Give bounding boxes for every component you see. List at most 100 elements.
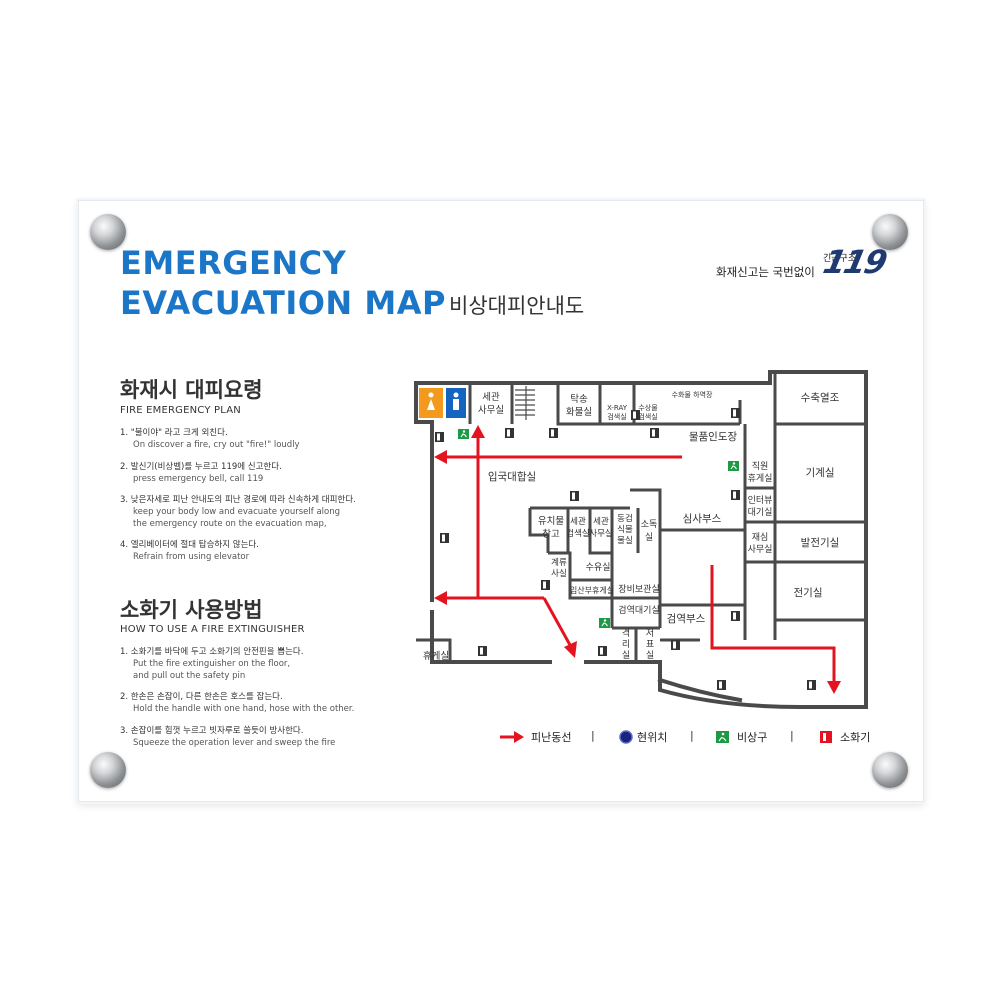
extinguisher-icon [650,428,659,438]
extinguisher-icon [549,428,558,438]
room-label: 휴게실 [748,473,773,484]
extinguisher-icon [731,611,740,621]
room-label: 창고 [542,529,560,540]
extinguisher-title: 소화기 사용방법 [120,598,263,622]
step-text-ko: 1. "불이야" 라고 크게 외친다. [120,428,228,438]
room-label: 화물실 [566,407,592,418]
legend-exit-icon [716,731,729,743]
emergency-exit-icon [727,460,740,472]
room-label: 물품인도장 [689,431,738,443]
room-label: 실 [646,650,654,661]
room-label: 유치물 [538,515,564,527]
fire-plan-step: 1. "불이야" 라고 크게 외친다. On discover a fire, … [120,427,300,451]
room-label: 물실 [617,535,633,546]
legend-separator: | [790,729,794,742]
legend-icons [500,730,832,744]
extinguisher-icon [731,408,740,418]
step-text-en: the emergency route on the evacuation ma… [133,519,327,529]
emergency-exit-icon [457,428,470,440]
outer-walls [414,370,868,709]
extinguisher-icon [541,580,550,590]
title-line-1: EMERGENCY [120,244,347,282]
extinguisher-step: 1. 소화기를 바닥에 두고 소화기의 안전핀을 뽑는다. Put the fi… [120,646,303,682]
extinguisher-icon [671,640,680,650]
extinguisher-icon [807,680,816,690]
room-labels: 세관 사무실 탁송 화물실 X-RAY 검색실 수상물 검색실 수화물 하역장 … [423,390,840,662]
room-label: 기계실 [806,467,835,479]
legend-route-label: 피난동선 [531,731,572,744]
evacuation-routes [446,436,836,684]
room-label: 소독 [641,519,658,530]
extinguisher-icon [440,533,449,543]
step-text-ko: 1. 소화기를 바닥에 두고 소화기의 안전핀을 뽑는다. [120,647,304,657]
legend-separator: | [690,729,694,742]
room-label: 세관 [570,516,586,527]
title-korean: 비상대피안내도 [449,294,585,318]
room-label: 전기실 [794,587,823,599]
route-arrowhead [827,681,841,694]
extinguisher-step: 3. 손잡이를 힘껏 누르고 빗자루로 쓸듯이 방사한다. Squeeze th… [120,725,335,749]
room-label: 사무실 [478,405,504,416]
emergency-exit-icon [598,617,611,629]
route-line [542,597,572,646]
step-text-en: and pull out the safety pin [133,671,246,681]
step-text-en: keep your body low and evacuate yourself… [133,507,341,517]
room-label: 심사부스 [683,513,722,525]
step-text-ko: 2. 발신기(비상벨)를 누르고 119에 신고한다. [120,462,282,472]
mounting-screw-top-left [90,214,126,250]
room-label: 계류 [551,557,567,568]
room-label: 수화물 하역장 [672,390,713,399]
room-label: 수축열조 [801,392,840,404]
fire-plan-title: 화재시 대피요령 [120,378,263,402]
room-label: 인터뷰 [748,495,773,506]
route-arrowheads [434,425,841,694]
legend-separator: | [591,729,595,742]
extinguisher-icon [717,680,726,690]
extinguisher-icon [631,410,640,420]
brand-emergency-label: 긴급구조 [823,254,857,264]
extinguisher-icon [435,432,444,442]
room-label: 세관 [482,392,500,403]
current-location-icon [619,730,633,744]
room-label: 입산부휴게실 [570,585,614,595]
room-label: 실 [622,650,630,661]
extinguisher-icon [505,428,514,438]
inner-walls [416,372,866,662]
room-label: 입국대합실 [488,470,536,483]
extinguisher-icon [570,491,579,501]
room-label: 재심 [752,532,769,543]
extinguisher-icon [478,646,487,656]
step-text-en: press emergency bell, call 119 [133,474,264,484]
step-text-ko: 2. 한손은 손잡이, 다른 한손은 호스를 잡는다. [120,692,283,702]
fire-plan-subtitle: FIRE EMERGENCY PLAN [120,405,241,416]
step-text-en: Put the fire extinguisher on the floor, [133,659,291,669]
room-label: 격 [622,627,630,639]
room-label: 검역대기실 [618,604,659,616]
brand-slogan: 화재신고는 국번없이 [716,265,815,279]
room-label: 검색실 [566,528,589,539]
fire-plan-step: 4. 엘리베이터에 절대 탑승하지 않는다. Refrain from usin… [120,539,259,563]
step-text-en: Squeeze the operation lever and sweep th… [133,738,336,748]
sign-panel [78,200,924,802]
room-label: 동검 [617,513,633,524]
room-label: 탁송 [570,393,588,405]
room-label: 세관 [593,516,609,527]
legend-route-arrow [514,731,524,743]
legend-current-label: 현위치 [637,731,668,744]
room-label: 검색실 [638,412,657,421]
room-label: 식물 [617,525,633,535]
legend-exit-label: 비상구 [737,731,768,744]
room-label: 리 [622,639,630,650]
route-arrowhead [434,450,447,464]
room-label: 사무실 [589,528,612,539]
step-text-ko: 3. 손잡이를 힘껏 누르고 빗자루로 쓸듯이 방사한다. [120,726,304,736]
route-arrowhead [471,425,485,438]
stairs [515,386,535,420]
extinguisher-icon [598,646,607,656]
mounting-screw-top-right [872,214,908,250]
fire-plan-step: 3. 낮은자세로 피난 안내도의 피난 경로에 따라 신속하게 대피한다. ke… [120,494,356,530]
route-arrowhead [564,641,577,658]
room-label: X-RAY [607,404,628,412]
step-text-ko: 3. 낮은자세로 피난 안내도의 피난 경로에 따라 신속하게 대피한다. [120,495,356,505]
